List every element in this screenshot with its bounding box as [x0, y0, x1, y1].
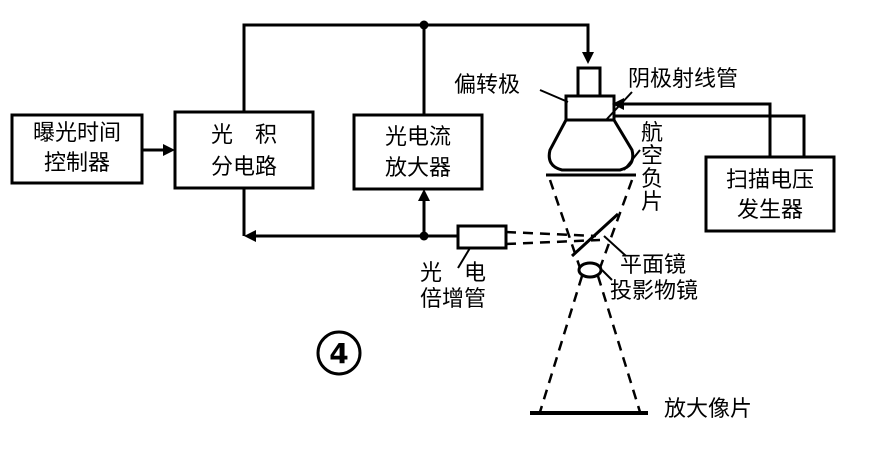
aerial-film-label-4: 片 [641, 190, 663, 215]
photocurrent-amplifier-label-2: 放大器 [385, 156, 451, 181]
photo-integrator-label-2: 分电路 [211, 155, 277, 180]
arrow-to-crt [582, 52, 594, 64]
arrow-to-amplifier [418, 189, 430, 201]
crt-bulb [547, 119, 635, 172]
pmt-leader-line [457, 247, 471, 269]
photocurrent-amplifier-label-1: 光电流 [385, 125, 451, 150]
photo-integrator-block: 光 积 分电路 [173, 110, 315, 190]
exposure-timer-label-1: 曝光时间 [33, 121, 121, 146]
plane-mirror-label: 平面镜 [620, 253, 686, 278]
pmt-body [456, 224, 508, 250]
figure-number-circle [316, 330, 362, 376]
wire-top-bus [242, 23, 590, 112]
deflection-pole-label: 偏转极 [454, 73, 520, 98]
mirror-leader-line [603, 235, 627, 257]
cathode-ray-tube [546, 66, 636, 177]
signal-wires [142, 20, 806, 242]
scan-voltage-generator-label-1: 扫描电压 [726, 168, 814, 193]
photo-integrator-label-1: 光 积 [211, 123, 277, 148]
deflection-pole-leader [539, 89, 569, 103]
optical-path [505, 179, 648, 415]
exposure-timer-block: 曝光时间 控制器 [10, 113, 144, 185]
projection-cone-right [596, 275, 642, 413]
photocurrent-amplifier-block: 光电流 放大器 [352, 113, 484, 191]
aerial-film-label-2: 空 [641, 144, 663, 169]
aerial-film-label-1: 航 [641, 121, 663, 146]
arrow-to-yoke [612, 98, 624, 110]
photocurrent-amplifier-box [352, 113, 484, 191]
wire-scan-lower [614, 114, 806, 157]
exposure-timer-label-2: 控制器 [44, 151, 110, 176]
reflected-ray-upper [505, 230, 597, 238]
projection-lens-label: 投影物镜 [610, 279, 698, 304]
scan-voltage-generator-label-2: 发生器 [737, 198, 803, 223]
aerial-film-leader [623, 149, 641, 171]
deflection-yoke [564, 94, 616, 122]
pmt-label-2: 倍增管 [420, 287, 486, 312]
photomultiplier-tube [456, 224, 508, 269]
crt-label: 阴极射线管 [628, 67, 738, 92]
lens-leader-line [601, 269, 613, 281]
projection-lens [577, 261, 603, 279]
projection-cone-left [538, 275, 584, 413]
pmt-label-1: 光 电 [420, 261, 486, 286]
figure-number: 4 [329, 337, 348, 370]
crt-leader [605, 91, 633, 121]
wire-scan-upper [621, 102, 772, 157]
component-labels: 偏转极 阴极射线管 航 空 负 片 光 电 倍增管 平面镜 投影物镜 放大像片 … [316, 67, 752, 422]
scan-voltage-generator-block: 扫描电压 发生器 [704, 155, 836, 233]
arrow-to-integrator [244, 230, 256, 242]
enlarged-print-label: 放大像片 [664, 397, 752, 422]
crt-neck [576, 66, 602, 98]
plane-mirror [570, 212, 620, 258]
aerial-film-label-3: 负 [641, 167, 663, 192]
arrow-timer-to-integrator [163, 144, 175, 156]
